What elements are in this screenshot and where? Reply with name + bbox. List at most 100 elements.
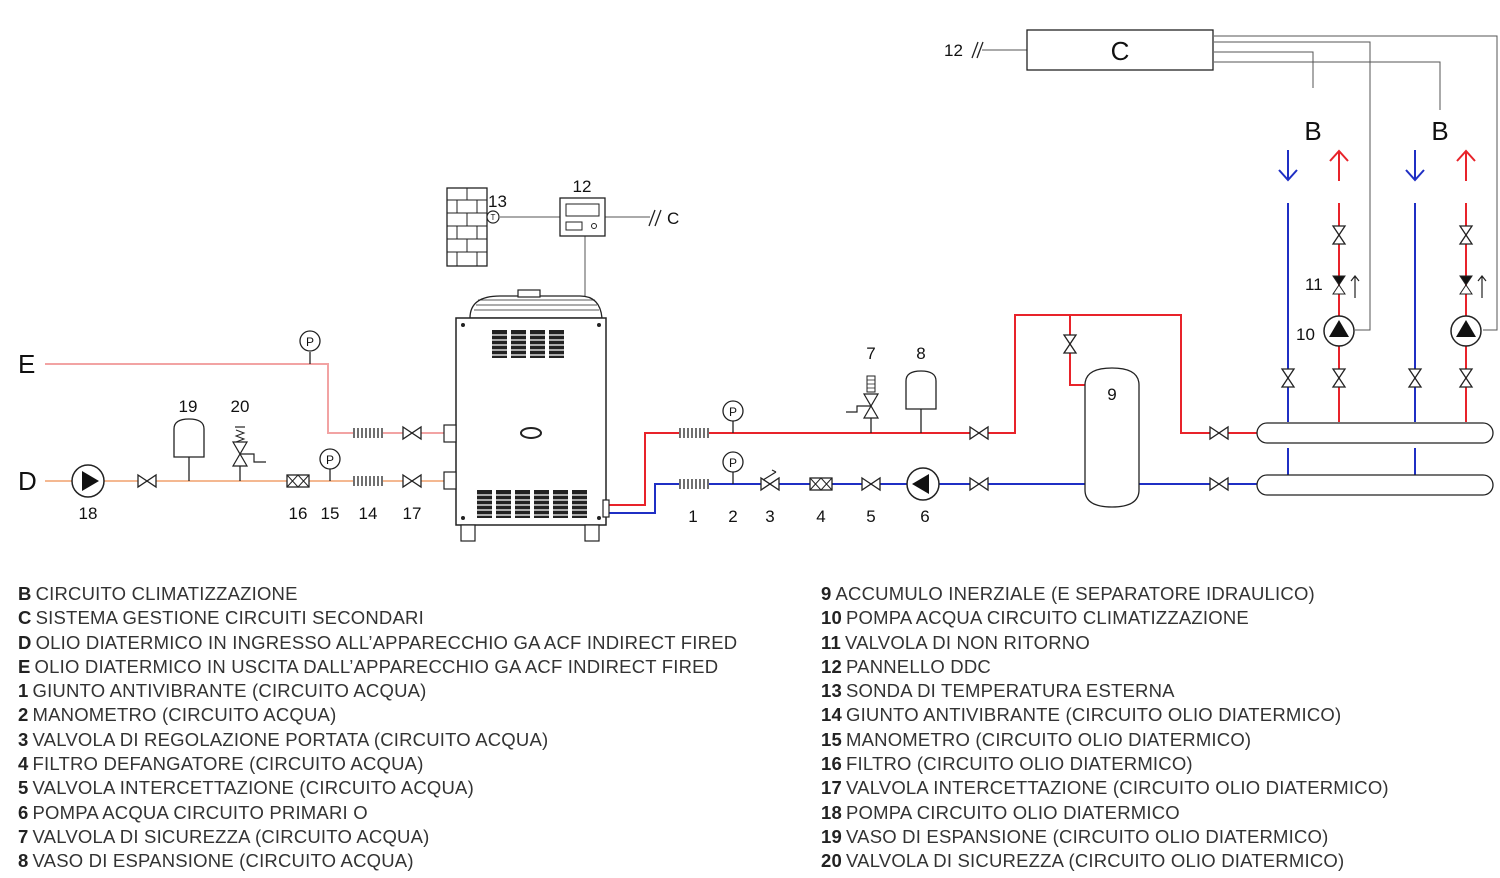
legend-key: C <box>18 607 32 629</box>
legend-text: SONDA DI TEMPERATURA ESTERNA <box>845 680 1175 702</box>
label-12-panel: 12 <box>573 177 592 196</box>
water-safety-valve-icon <box>846 375 880 433</box>
legend-text: VALVOLA INTERCETTAZIONE (CIRCUITO OLIO D… <box>845 777 1389 799</box>
check-valve-icon <box>1332 275 1487 298</box>
legend-key: 18 <box>821 801 842 823</box>
label-11: 11 <box>1305 275 1323 294</box>
legend-text: VALVOLA INTERCETTAZIONE (CIRCUITO ACQUA) <box>32 777 474 799</box>
gauge-p-letter-15: P <box>326 453 334 467</box>
label-10: 10 <box>1296 325 1315 344</box>
gauge-p-letter-hot: P <box>729 405 737 419</box>
label-b-1: B <box>1304 116 1321 146</box>
label-7: 7 <box>866 344 875 363</box>
legend-key: 2 <box>18 704 29 726</box>
oil-safety-valve-icon <box>231 426 266 481</box>
cold-water-pipe <box>605 483 1262 514</box>
legend-key: 5 <box>18 777 29 799</box>
water-filter-icon <box>809 477 833 491</box>
legend-key: B <box>18 583 32 604</box>
legend-text: VALVOLA DI SICUREZZA (CIRCUITO OLIO DIAT… <box>845 850 1345 872</box>
legend-text: GIUNTO ANTIVIBRANTE (CIRCUITO OLIO DIATE… <box>845 704 1342 726</box>
legend-key: 4 <box>18 753 29 775</box>
label-8: 8 <box>916 344 925 363</box>
legend-text: FILTRO (CIRCUITO OLIO DIATERMICO) <box>845 753 1193 775</box>
label-16: 16 <box>289 504 308 523</box>
label-9: 9 <box>1107 385 1116 404</box>
legend-text: FILTRO DEFANGATORE (CIRCUITO ACQUA) <box>32 753 424 775</box>
label-3: 3 <box>765 507 774 526</box>
legend-text: GIUNTO ANTIVIBRANTE (CIRCUITO ACQUA) <box>32 680 427 702</box>
label-12-top: 12 <box>944 41 963 60</box>
legend-text: POMPA CIRCUITO OLIO DIATERMICO <box>845 801 1180 823</box>
ddc-panel <box>559 197 606 237</box>
sensor-t-letter: T <box>491 213 496 222</box>
legend-text: VASO DI ESPANSIONE (CIRCUITO OLIO DIATER… <box>845 825 1329 847</box>
legend-key: 12 <box>821 655 842 677</box>
legend-key: 20 <box>821 850 842 872</box>
legend-key: 16 <box>821 753 842 775</box>
regulating-valve-icon <box>760 469 780 491</box>
legend-text: CIRCUITO CLIMATIZZAZIONE <box>35 583 298 604</box>
ga-acf-unit <box>443 289 610 542</box>
oil-filter-icon <box>286 474 310 488</box>
legend-key: 11 <box>821 631 841 653</box>
legend-key: 7 <box>18 825 29 847</box>
legend-key: 14 <box>821 704 842 726</box>
gauge-p-letter-2: P <box>729 456 737 470</box>
water-pressure-gauge-icon <box>722 400 744 484</box>
temperature-sensor-icon <box>486 210 500 224</box>
label-c-box: C <box>1111 36 1130 66</box>
label-1: 1 <box>688 507 697 526</box>
label-6: 6 <box>920 507 929 526</box>
water-expansion-tank-icon <box>905 370 937 434</box>
legend-text: MANOMETRO (CIRCUITO ACQUA) <box>32 704 337 726</box>
gauge-p-letter: P <box>306 335 314 349</box>
legend-text: VALVOLA DI NON RITORNO <box>844 631 1090 653</box>
arrow-up-icon <box>1329 149 1476 181</box>
legend-text: SISTEMA GESTIONE CIRCUITI SECONDARI <box>35 607 424 629</box>
legend-key: 3 <box>18 728 29 750</box>
legend-key: D <box>18 631 32 653</box>
legend-key: 8 <box>18 850 29 872</box>
inertial-tank-icon <box>1084 367 1140 508</box>
climate-pump-icon <box>1323 315 1355 347</box>
cold-collector <box>1256 474 1494 496</box>
label-d: D <box>18 466 37 496</box>
label-19: 19 <box>179 397 198 416</box>
legend-text: VALVOLA DI REGOLAZIONE PORTATA (CIRCUITO… <box>32 728 549 750</box>
oil-pressure-gauge-icon <box>319 448 341 481</box>
label-13: 13 <box>488 192 507 211</box>
legend-text: OLIO DIATERMICO IN USCITA DALL’APPARECCH… <box>34 655 719 677</box>
label-c-ref: C <box>667 209 679 228</box>
label-17: 17 <box>403 504 422 523</box>
hot-collector <box>1256 422 1494 444</box>
primary-pump-icon <box>906 467 940 501</box>
wall-icon <box>446 187 488 267</box>
label-14: 14 <box>359 504 378 523</box>
legend-key: 19 <box>821 825 842 847</box>
control-wiring <box>500 35 1498 348</box>
legend-key: 9 <box>821 583 832 604</box>
legend-key: 1 <box>18 680 29 702</box>
legend-text: POMPA ACQUA CIRCUITO CLIMATIZZAZIONE <box>845 607 1249 629</box>
legend-text: VALVOLA DI SICUREZZA (CIRCUITO ACQUA) <box>32 825 430 847</box>
